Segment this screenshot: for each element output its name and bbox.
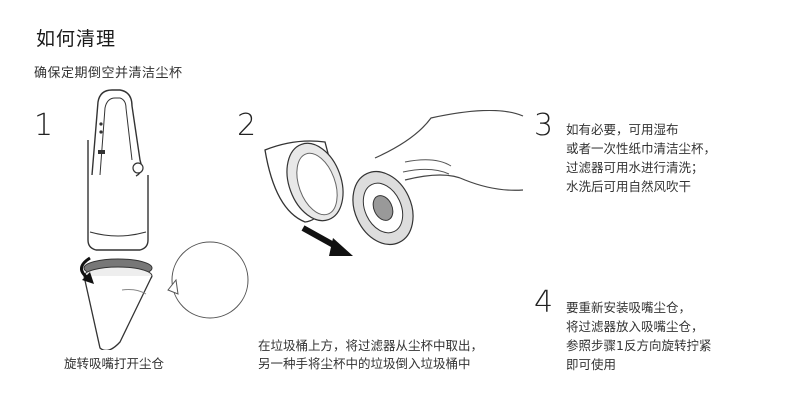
step-3-text-line-1: 如有必要，可用湿布 — [566, 122, 679, 137]
page-subtitle: 确保定期倒空并清洁尘杯 — [34, 66, 183, 81]
step-4-text-line-3: 参照步骤1反方向旋转拧紧 — [566, 338, 712, 353]
step-4-text-line-1: 要重新安装吸嘴尘仓， — [566, 300, 692, 315]
step-2-caption-line-1: 在垃圾桶上方，将过滤器从尘杯中取出， — [258, 338, 484, 353]
step-1-number: 1 — [34, 108, 54, 143]
step-3-text-line-2: 或者一次性纸巾清洁尘杯， — [566, 141, 717, 156]
step-4-text-line-4: 即可使用 — [566, 357, 617, 372]
step-3-number: 3 — [534, 108, 554, 143]
step-3-text-line-3: 过滤器可用水进行清洗； — [566, 160, 704, 175]
step-2-caption-line-2: 另一种手将尘杯中的垃圾倒入垃圾桶中 — [258, 356, 471, 371]
filter-removal-illustration — [264, 110, 524, 256]
step-2-number: 2 — [237, 108, 257, 143]
step-1-caption: 旋转吸嘴打开尘仓 — [64, 356, 165, 371]
step-4-text-line-2: 将过滤器放入吸嘴尘仓， — [566, 319, 704, 334]
step-3-text-line-4: 水洗后可用自然风吹干 — [566, 179, 692, 194]
page-title: 如何清理 — [36, 28, 117, 50]
step-4-number: 4 — [534, 285, 554, 320]
vacuum-open-illustration — [80, 89, 249, 350]
